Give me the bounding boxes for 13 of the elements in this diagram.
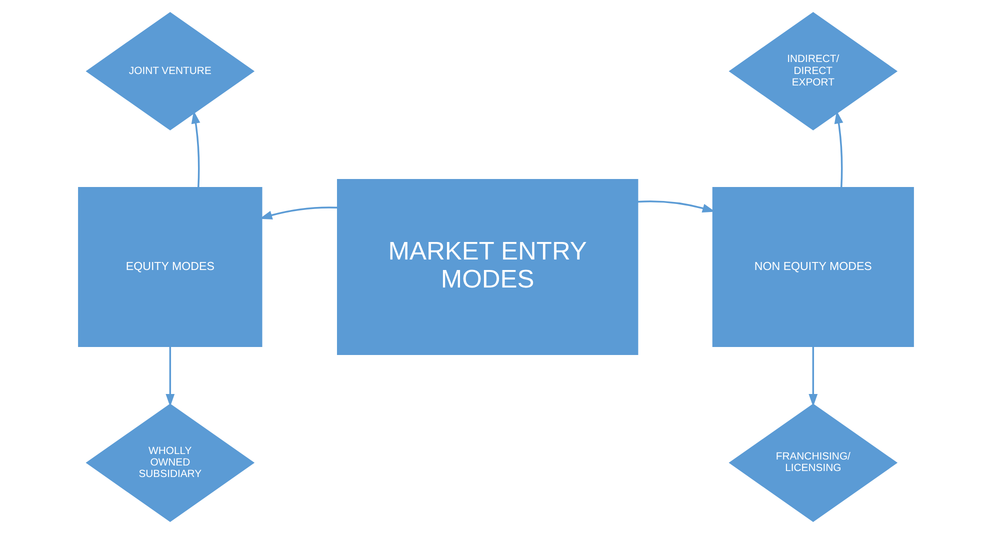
arrow (834, 110, 844, 188)
node-diamond: JOINT VENTURE (86, 12, 255, 130)
node-diamond: INDIRECT/ DIRECT EXPORT (728, 12, 898, 130)
node-box: MARKET ENTRY MODES (337, 178, 638, 356)
node-diamond: WHOLLY OWNED SUBSIDIARY (86, 404, 255, 522)
node-diamond: FRANCHISING/ LICENSING (728, 404, 898, 522)
node-box: NON EQUITY MODES (712, 187, 914, 347)
arrow (638, 200, 716, 213)
arrow (166, 346, 175, 407)
arrow (808, 346, 818, 407)
node-box: EQUITY MODES (78, 187, 262, 347)
arrow (259, 206, 338, 220)
arrow (191, 110, 200, 188)
